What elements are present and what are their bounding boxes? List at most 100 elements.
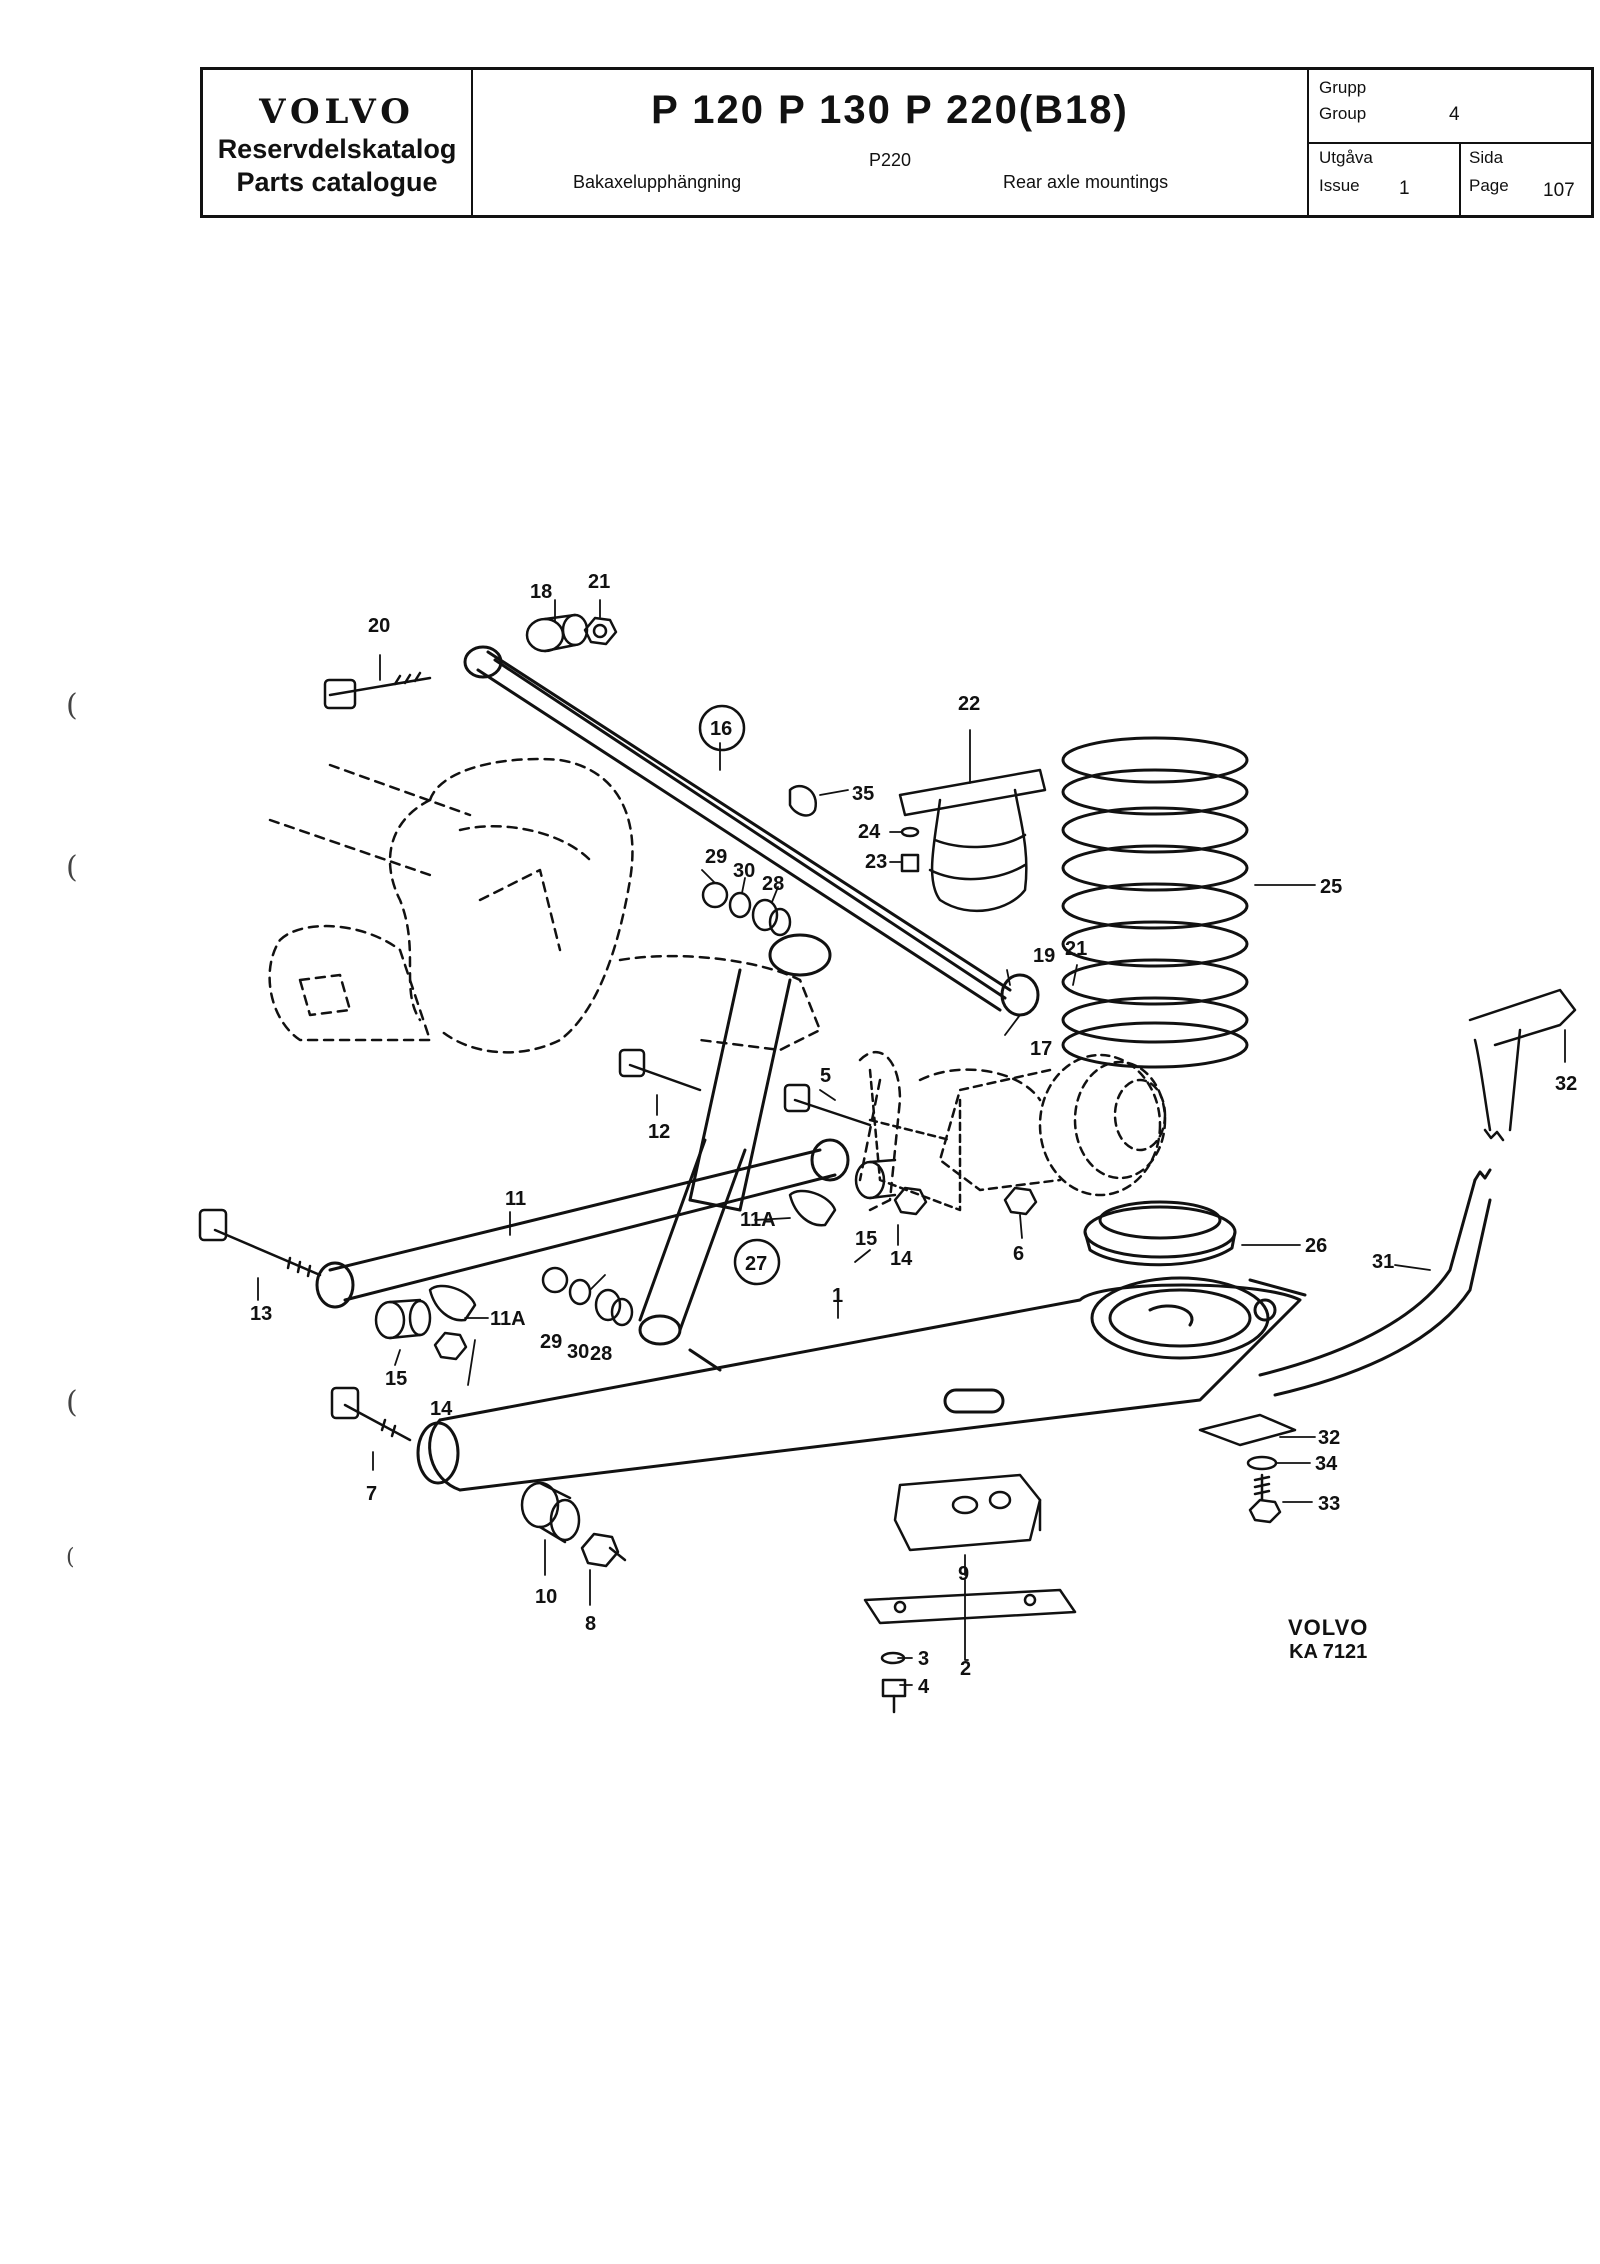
axle-housing-outline bbox=[268, 757, 1042, 1212]
issue-box: Utgåva Issue 1 bbox=[1309, 142, 1461, 215]
callout-31: 31 bbox=[1372, 1251, 1394, 1273]
callout-8: 8 bbox=[585, 1613, 596, 1635]
bracket bbox=[868, 1068, 962, 1212]
issue-label-sv: Utgåva bbox=[1319, 148, 1373, 167]
callout-18: 18 bbox=[530, 581, 552, 603]
nut-6 bbox=[1003, 1186, 1038, 1216]
page-label-sv: Sida bbox=[1469, 148, 1504, 167]
nut-8 bbox=[580, 1532, 627, 1568]
catalog-title-sv: Reservdelskatalog bbox=[217, 134, 457, 164]
nut bbox=[583, 616, 618, 646]
callout-14-right: 14 bbox=[890, 1248, 913, 1270]
callout-30-upper: 30 bbox=[733, 860, 755, 882]
callout-32-lower: 32 bbox=[1318, 1427, 1340, 1449]
callout-30-lower: 30 bbox=[567, 1341, 589, 1363]
callout-21-right: 21 bbox=[1065, 938, 1087, 960]
washer-34 bbox=[1246, 1455, 1278, 1471]
variant-label: P220 bbox=[868, 150, 912, 170]
bump-stop bbox=[898, 768, 1047, 913]
title-cell: P 120 P 130 P 220(B18) P220 Bakaxelupphä… bbox=[473, 70, 1309, 215]
callout-11a-upper: 11A bbox=[740, 1209, 776, 1231]
callout-21-top: 21 bbox=[588, 571, 610, 593]
callout-11a-lower: 11A bbox=[490, 1308, 526, 1330]
bolt-4 bbox=[881, 1678, 907, 1714]
issue-value: 1 bbox=[1399, 178, 1410, 199]
callout-7: 7 bbox=[366, 1483, 377, 1505]
volvo-logo: VOLVO bbox=[259, 92, 415, 132]
bushing-15 bbox=[374, 1158, 897, 1340]
bushing bbox=[525, 613, 589, 653]
callout-22: 22 bbox=[958, 693, 980, 715]
bolt-5 bbox=[783, 1083, 872, 1127]
stamp-code: KA 7121 bbox=[1289, 1641, 1368, 1663]
callout-5: 5 bbox=[820, 1065, 831, 1087]
margin-mark: ( bbox=[66, 1385, 78, 1420]
torque-rod bbox=[463, 645, 1040, 1017]
margin-mark: ( bbox=[66, 688, 78, 723]
callout-15-left: 15 bbox=[385, 1368, 407, 1390]
callout-10: 10 bbox=[535, 1586, 557, 1608]
page-value: 107 bbox=[1543, 180, 1575, 201]
callout-labels: 1 2 3 4 5 6 7 8 9 10 11 11A 11A 12 13 14… bbox=[250, 571, 1577, 1698]
group-value: 4 bbox=[1449, 104, 1460, 125]
shock-absorber bbox=[638, 933, 832, 1372]
drawing-stamp: VOLVO KA 7121 bbox=[1288, 1615, 1368, 1664]
page-label-en: Page bbox=[1469, 176, 1509, 195]
group-label-sv: Grupp bbox=[1319, 78, 1367, 97]
brake-drum bbox=[938, 1053, 1167, 1197]
margin-mark: ( bbox=[66, 850, 78, 885]
callout-3: 3 bbox=[918, 1648, 929, 1670]
callout-16: 16 bbox=[710, 718, 732, 740]
bolt-12 bbox=[618, 1048, 702, 1092]
issue-label-en: Issue bbox=[1319, 176, 1360, 195]
spacer-11a bbox=[428, 1189, 837, 1322]
bracket-32-lower bbox=[1198, 1413, 1297, 1447]
bolt-7 bbox=[330, 1386, 412, 1442]
section-title-en: Rear axle mountings bbox=[1003, 172, 1169, 192]
catalog-title-en: Parts catalogue bbox=[236, 167, 438, 197]
lower-link bbox=[315, 1138, 850, 1309]
callout-29-lower: 29 bbox=[540, 1331, 562, 1353]
callout-26: 26 bbox=[1305, 1235, 1327, 1257]
margin-mark: ( bbox=[66, 1545, 75, 1570]
callout-2: 2 bbox=[960, 1658, 971, 1680]
callout-34: 34 bbox=[1315, 1453, 1338, 1475]
callout-29-upper: 29 bbox=[705, 846, 727, 868]
section-title-sv: Bakaxelupphängning bbox=[573, 172, 742, 192]
callout-35: 35 bbox=[852, 783, 874, 805]
bracket-32-upper bbox=[1468, 988, 1577, 1142]
brand-cell: VOLVO Reservdelskatalog Parts catalogue bbox=[203, 70, 473, 215]
callout-9: 9 bbox=[958, 1563, 969, 1585]
spring-seat bbox=[1083, 1200, 1237, 1267]
group-label-en: Group bbox=[1319, 104, 1367, 123]
mounting-plate bbox=[863, 1588, 1077, 1625]
callout-11: 11 bbox=[505, 1188, 526, 1210]
callout-14-left: 14 bbox=[430, 1398, 453, 1420]
model-list: P 120 P 130 P 220(B18) bbox=[651, 88, 1129, 132]
callout-28-upper: 28 bbox=[762, 873, 784, 895]
long-bolt bbox=[198, 1208, 322, 1278]
callout-32-upper: 32 bbox=[1555, 1073, 1577, 1095]
trailing-arm bbox=[416, 1276, 1307, 1492]
bolt bbox=[323, 671, 432, 710]
header-table: VOLVO Reservdelskatalog Parts catalogue … bbox=[200, 67, 1594, 218]
callout-28-lower: 28 bbox=[590, 1343, 612, 1365]
bolt-33 bbox=[1248, 1473, 1282, 1524]
callout-6: 6 bbox=[1013, 1243, 1024, 1265]
shock-washers-lower bbox=[541, 1266, 634, 1327]
rear-bushing bbox=[520, 1481, 581, 1544]
page-box: Sida Page 107 bbox=[1459, 142, 1591, 215]
callout-27: 27 bbox=[745, 1253, 767, 1275]
nut-14 bbox=[433, 1186, 928, 1361]
meta-cell: Grupp Group 4 Utgåva Issue 1 Sida Page 1… bbox=[1309, 70, 1591, 215]
stabilizer-bar bbox=[1258, 1168, 1492, 1397]
callout-33: 33 bbox=[1318, 1493, 1340, 1515]
callout-17: 17 bbox=[1030, 1038, 1052, 1060]
coil-spring bbox=[1061, 736, 1249, 1069]
callout-13: 13 bbox=[250, 1303, 272, 1325]
callout-15-right: 15 bbox=[855, 1228, 877, 1250]
callout-12: 12 bbox=[648, 1121, 670, 1143]
callout-19: 19 bbox=[1033, 945, 1055, 967]
stamp-brand: VOLVO bbox=[1288, 1615, 1369, 1640]
